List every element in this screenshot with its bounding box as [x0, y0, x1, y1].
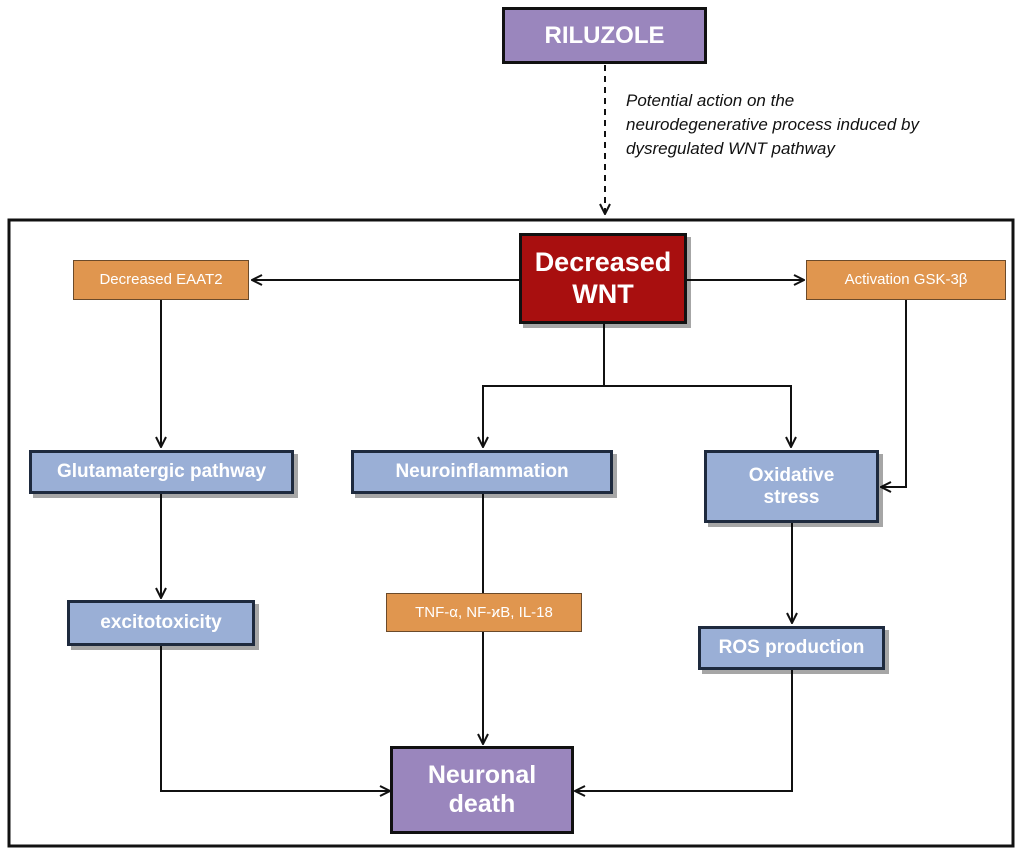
decreased-eaat2-node: Decreased EAAT2	[73, 260, 249, 300]
annotation-line-1: Potential action on the	[626, 91, 795, 110]
wnt-to-oxidative-arrow	[604, 385, 791, 447]
glutamatergic-pathway-node: Glutamatergic pathway	[29, 450, 294, 494]
gsk-to-oxidative-arrow	[881, 300, 907, 487]
riluzole-annotation: Potential action on the neurodegenerativ…	[626, 89, 919, 160]
neuronal-death-line-2: death	[448, 790, 516, 818]
oxidative-stress-line-2: stress	[763, 486, 820, 508]
wnt-split-line	[483, 324, 605, 447]
annotation-line-3: dysregulated WNT pathway	[626, 138, 835, 158]
decreased-wnt-node: Decreased WNT	[519, 233, 687, 324]
mechanism-frame	[7, 218, 1015, 848]
excitotoxicity-node: excitotoxicity	[67, 600, 255, 646]
activation-gsk3b-node: Activation GSK-3β	[806, 260, 1006, 300]
decreased-wnt-line-1: Decreased	[534, 247, 672, 278]
decreased-wnt-line-2: WNT	[572, 278, 634, 309]
excitotoxicity-to-death-arrow	[160, 646, 390, 791]
annotation-line-2: neurodegenerative process induced by	[626, 114, 919, 134]
neuronal-death-line-1: Neuronal	[427, 761, 537, 790]
riluzole-node: RILUZOLE	[502, 7, 707, 64]
neuronal-death-node: Neuronal death	[390, 746, 574, 834]
cytokines-node: TNF-α, NF-ϰB, IL-18	[386, 593, 582, 632]
neuroinflammation-node: Neuroinflammation	[351, 450, 613, 494]
oxidative-stress-line-1: Oxidative	[748, 464, 835, 486]
oxidative-stress-node: Oxidative stress	[704, 450, 879, 523]
ros-production-node: ROS production	[698, 626, 885, 670]
ros-to-death-arrow	[575, 670, 793, 791]
